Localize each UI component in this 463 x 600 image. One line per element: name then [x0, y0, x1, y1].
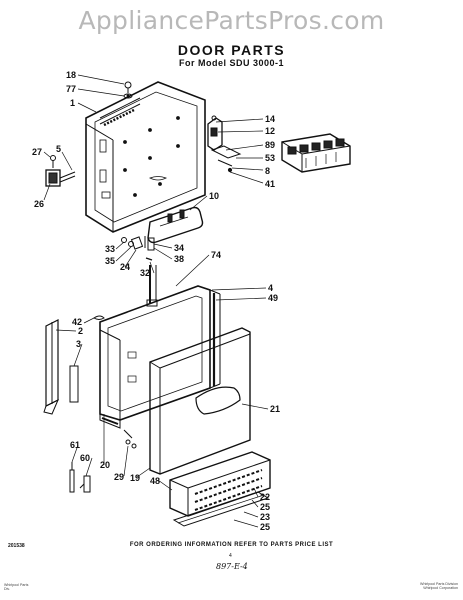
callout-49: 49 [268, 293, 278, 303]
hinge-parts [121, 236, 155, 261]
document-code: 201538 [8, 543, 25, 549]
leader-lines [43, 74, 269, 528]
callout-4: 4 [268, 283, 273, 293]
callout-41: 41 [265, 179, 275, 189]
callout-61: 61 [70, 440, 80, 450]
callout-23: 23 [260, 512, 270, 522]
callout-24: 24 [120, 262, 130, 272]
kick-plate [169, 451, 271, 527]
fine-print-left-line: Div. [4, 587, 10, 591]
hinge-spring [146, 265, 158, 307]
side-latch-assembly [45, 155, 76, 187]
callout-25-upper: 25 [260, 502, 270, 512]
callout-33: 33 [105, 244, 115, 254]
callout-22: 22 [260, 492, 270, 502]
callout-29: 29 [114, 472, 124, 482]
door-panel-insert [149, 327, 251, 475]
side-trim-strip [43, 315, 105, 415]
callout-1: 1 [70, 98, 75, 108]
callout-34: 34 [174, 243, 184, 253]
callout-3: 3 [76, 339, 81, 349]
callout-25-lower: 25 [260, 522, 270, 532]
callout-19: 19 [130, 473, 140, 483]
ordering-note: FOR ORDERING INFORMATION REFER TO PARTS … [129, 542, 334, 548]
callout-12: 12 [265, 126, 275, 136]
page-number: 4 [229, 553, 232, 559]
callout-42: 42 [72, 317, 82, 327]
callout-32: 32 [140, 268, 150, 278]
watermark: AppliancePartsPros.com [78, 6, 385, 35]
dispenser-cup [281, 133, 351, 173]
door-handle [147, 206, 204, 244]
callout-21: 21 [270, 404, 280, 414]
callout-53: 53 [265, 153, 275, 163]
screw-and-washer [123, 81, 133, 99]
inner-door-panel [85, 81, 206, 233]
callout-8: 8 [265, 166, 270, 176]
callout-14: 14 [265, 114, 275, 124]
door-latch-assembly [207, 115, 242, 173]
callout-labels: 18 77 1 27 5 26 14 12 89 53 8 41 10 33 3… [32, 70, 280, 532]
handwritten-code: 897-E-4 [216, 562, 248, 571]
callout-27: 27 [32, 147, 42, 157]
callout-35: 35 [105, 256, 115, 266]
fine-print-left: Whirlpool Parts Div. [4, 583, 28, 591]
lower-fasteners [69, 429, 137, 493]
page-title: DOOR PARTS [177, 42, 286, 58]
callout-2: 2 [78, 326, 83, 336]
fine-print-left-line: Whirlpool Parts [4, 583, 29, 587]
callout-5: 5 [56, 144, 61, 154]
callout-74: 74 [211, 250, 221, 260]
callout-89: 89 [265, 140, 275, 150]
callout-38: 38 [174, 254, 184, 264]
fine-print-right: Whirlpool Parts Division Whirlpool Corpo… [330, 582, 458, 590]
fine-print-right-line: Whirlpool Parts Division [420, 582, 458, 586]
callout-60: 60 [80, 453, 90, 463]
callout-20: 20 [100, 460, 110, 470]
outer-door-frame [99, 285, 221, 429]
model-subtitle: For Model SDU 3000-1 [178, 58, 285, 68]
callout-48: 48 [150, 476, 160, 486]
callout-10: 10 [209, 191, 219, 201]
callout-26: 26 [34, 199, 44, 209]
callout-18: 18 [66, 70, 76, 80]
fine-print-right-line: Whirlpool Corporation [423, 586, 458, 590]
callout-77: 77 [66, 84, 76, 94]
